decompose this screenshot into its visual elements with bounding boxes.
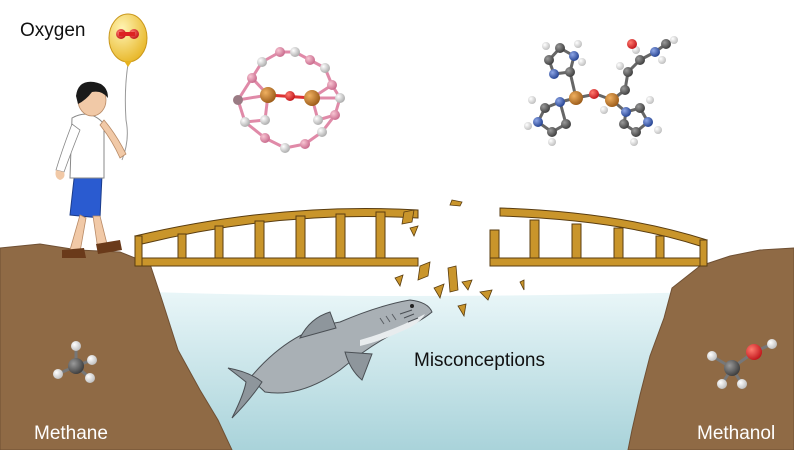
copper-atom bbox=[260, 87, 276, 103]
methanol-label: Methanol bbox=[697, 423, 776, 444]
water bbox=[150, 292, 700, 450]
oxygen-balloon bbox=[108, 13, 148, 161]
oxygen-atom bbox=[285, 91, 295, 101]
copper-atom bbox=[569, 91, 583, 105]
bridge-left-half bbox=[134, 207, 419, 267]
right-cliff bbox=[627, 247, 794, 451]
zeolite-copper-oxo-molecule bbox=[233, 47, 345, 153]
oxygen-label: Oxygen bbox=[20, 20, 86, 41]
methane-molecule bbox=[53, 341, 97, 383]
misconceptions-label: Misconceptions bbox=[414, 350, 545, 371]
copper-atom bbox=[605, 93, 619, 107]
methane-label: Methane bbox=[34, 423, 108, 444]
copper-atom bbox=[304, 90, 320, 106]
shark bbox=[227, 299, 433, 419]
methanol-molecule bbox=[707, 339, 777, 389]
enzyme-copper-site-molecule bbox=[524, 36, 678, 146]
oxygen-atom bbox=[589, 89, 599, 99]
boy bbox=[55, 81, 127, 258]
bridge-debris bbox=[394, 199, 525, 318]
bridge-right-half bbox=[489, 207, 709, 267]
